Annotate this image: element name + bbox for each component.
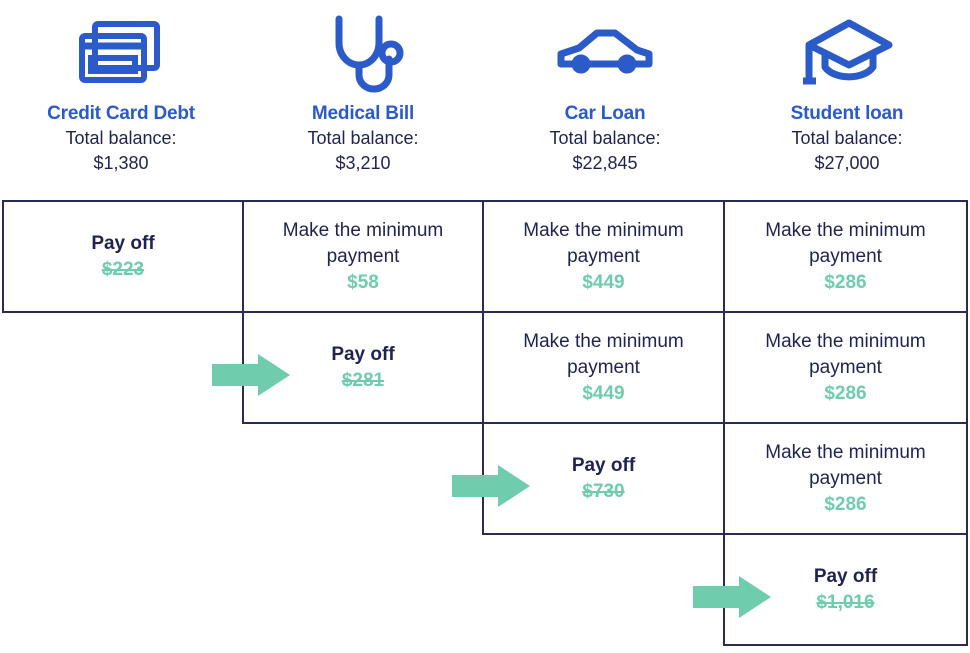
cell-amount: $286 bbox=[824, 382, 867, 404]
debt-title: Car Loan bbox=[564, 103, 646, 124]
debt-balance-value: $3,210 bbox=[335, 153, 391, 173]
cell-action-line1: Make the minimum bbox=[282, 219, 444, 241]
arrow-to-medical-bill bbox=[212, 354, 290, 396]
arrow-to-student-loan bbox=[693, 576, 771, 618]
cell-amount: $286 bbox=[824, 271, 867, 293]
payment-schedule-grid: Pay off $223 Make the minimum payment $5… bbox=[2, 200, 968, 650]
cell-action: Pay off bbox=[91, 232, 155, 254]
cell-action: Pay off bbox=[813, 565, 878, 587]
credit-card-icon bbox=[75, 6, 167, 102]
debt-balance-value: $1,380 bbox=[93, 153, 149, 173]
graduation-cap-icon bbox=[799, 6, 895, 102]
car-icon bbox=[553, 6, 657, 102]
cell-action: Pay off bbox=[331, 343, 395, 365]
cell-amount: $449 bbox=[582, 271, 625, 293]
debt-column-student-loan: Student loan Total balance: $27,000 bbox=[726, 0, 968, 200]
cell-action-line2: payment bbox=[809, 467, 882, 489]
debt-column-credit-card: Credit Card Debt Total balance: $1,380 bbox=[0, 0, 242, 200]
table-row-2-cell-student-loan[interactable]: Make the minimum payment $286 bbox=[723, 311, 968, 424]
cell-amount: $223 bbox=[101, 258, 145, 280]
debt-balance-label: Total balance: bbox=[65, 128, 177, 148]
cell-action-line2: payment bbox=[567, 245, 640, 267]
cell-action-line2: payment bbox=[326, 245, 400, 267]
table-row-1-cell-student-loan[interactable]: Make the minimum payment $286 bbox=[723, 200, 968, 313]
stethoscope-icon bbox=[317, 6, 409, 102]
cell-amount: $730 bbox=[582, 480, 625, 502]
table-row-1-cell-medical-bill[interactable]: Make the minimum payment $58 bbox=[242, 200, 484, 313]
debt-balance-label: Total balance: bbox=[791, 128, 903, 148]
debt-title: Medical Bill bbox=[311, 103, 415, 124]
table-row-2-cell-car-loan[interactable]: Make the minimum payment $449 bbox=[482, 311, 725, 424]
debt-balance-value: $27,000 bbox=[814, 153, 880, 173]
cell-amount: $1,016 bbox=[816, 591, 875, 613]
table-row-3-cell-car-loan[interactable]: Pay off $730 bbox=[482, 422, 725, 535]
table-row-1-cell-credit-card[interactable]: Pay off $223 bbox=[2, 200, 244, 313]
debt-column-car-loan: Car Loan Total balance: $22,845 bbox=[484, 0, 726, 200]
table-row-3-cell-student-loan[interactable]: Make the minimum payment $286 bbox=[723, 422, 968, 535]
cell-amount: $281 bbox=[341, 369, 385, 391]
cell-amount: $449 bbox=[582, 382, 625, 404]
table-row-1-cell-car-loan[interactable]: Make the minimum payment $449 bbox=[482, 200, 725, 313]
cell-action-line2: payment bbox=[809, 245, 882, 267]
debt-column-headers: Credit Card Debt Total balance: $1,380 M… bbox=[0, 0, 970, 200]
cell-action-line1: Make the minimum bbox=[523, 330, 684, 352]
cell-action-line1: Make the minimum bbox=[523, 219, 684, 241]
debt-balance-value: $22,845 bbox=[572, 153, 638, 173]
debt-title: Credit Card Debt bbox=[47, 103, 195, 124]
arrow-to-car-loan bbox=[452, 465, 530, 507]
cell-amount: $58 bbox=[347, 271, 379, 293]
table-row-4-cell-student-loan[interactable]: Pay off $1,016 bbox=[723, 533, 968, 646]
cell-action-line2: payment bbox=[809, 356, 882, 378]
cell-action: Pay off bbox=[571, 454, 636, 476]
cell-amount: $286 bbox=[824, 493, 867, 515]
cell-action-line1: Make the minimum bbox=[765, 330, 926, 352]
cell-action-line1: Make the minimum bbox=[765, 219, 926, 241]
cell-action-line1: Make the minimum bbox=[765, 441, 926, 463]
debt-title: Student loan bbox=[790, 103, 904, 124]
debt-column-medical-bill: Medical Bill Total balance: $3,210 bbox=[242, 0, 484, 200]
debt-balance-label: Total balance: bbox=[307, 128, 419, 148]
cell-action-line2: payment bbox=[567, 356, 640, 378]
debt-balance-label: Total balance: bbox=[549, 128, 661, 148]
